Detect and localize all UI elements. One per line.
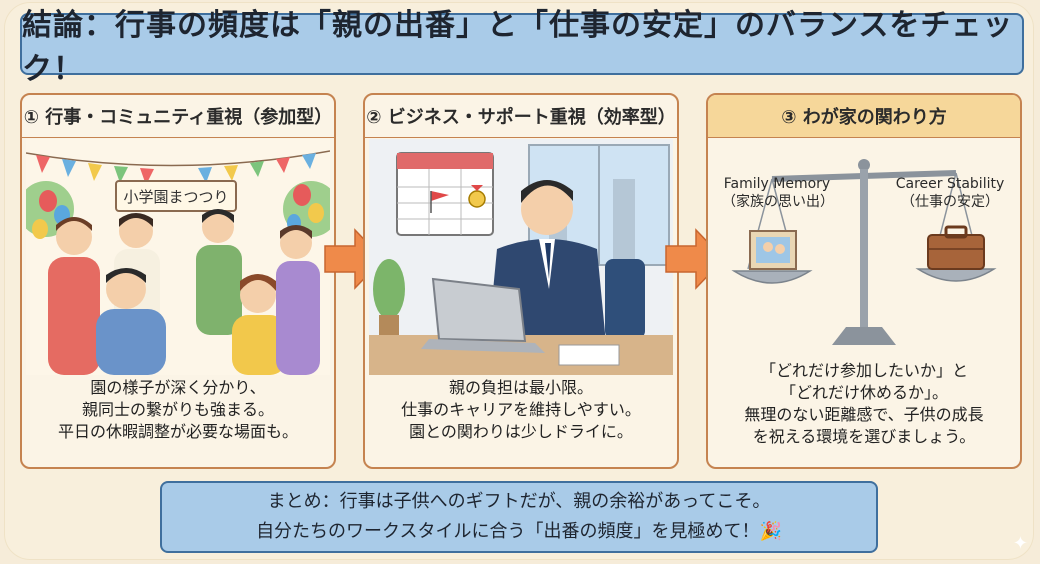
summary-line-2: 自分たちのワークスタイルに合う「出番の頻度」を見極めて！🎉 <box>256 521 782 542</box>
panel-description: 「どれだけ参加したいか」と 「どれだけ休めるか」。 無理のない距離感で、子供の成… <box>708 360 1020 448</box>
panel-heading: ③ わが家の関わり方 <box>708 95 1020 138</box>
family-memory-label: Family Memory （家族の思い出） <box>722 175 834 211</box>
panel-description: 親の負担は最小限。 仕事のキャリアを維持しやすい。 園との関わりは少しドライに。 <box>365 377 677 443</box>
description-line: 「どれだけ休めるか」。 <box>779 383 948 402</box>
page-title: 結論：行事の頻度は「親の出番」と「仕事の安定」のバランスをチェック！ <box>20 8 1024 87</box>
briefcase-icon <box>927 225 985 270</box>
description-line: 「どれだけ参加したいか」と <box>759 361 968 380</box>
panel-heading: ② ビジネス・サポート重視（効率型） <box>365 95 677 138</box>
panel-description: 園の様子が深く分かり、 親同士の繋がりも強まる。 平日の休暇調整が必要な場面も。 <box>22 377 334 443</box>
festival-sign: 小学園まつつり <box>123 188 228 206</box>
photo-frame-icon <box>749 230 797 270</box>
career-stability-label: Career Stability （仕事の安定） <box>888 175 1012 211</box>
calendar-icon <box>396 152 494 236</box>
label-japanese: （家族の思い出） <box>722 194 834 210</box>
label-english: Family Memory <box>723 176 831 192</box>
description-line: 園との関わりは少しドライに。 <box>409 422 633 441</box>
description-line: 園の様子が深く分かり、 <box>90 378 266 397</box>
sparkle-icon: ✦ <box>1012 533 1028 554</box>
panel-business: ② ビジネス・サポート重視（効率型） <box>363 93 679 469</box>
festival-illustration: 小学園まつつり <box>26 139 330 375</box>
panel-heading: ① 行事・コミュニティ重視（参加型） <box>22 95 334 138</box>
description-line: を祝える環境を選びましょう。 <box>752 427 976 446</box>
summary-box: まとめ：行事は子供へのギフトだが、親の余裕があってこそ。 自分たちのワークスタイ… <box>160 481 878 553</box>
description-line: 親の負担は最小限。 <box>448 378 593 397</box>
description-line: 親同士の繋がりも強まる。 <box>81 400 274 419</box>
description-line: 平日の休暇調整が必要な場面も。 <box>57 422 298 441</box>
panel-community: ① 行事・コミュニティ重視（参加型） 小学園まつつり <box>20 93 336 469</box>
laptop-icon <box>421 277 545 353</box>
balance-scale-icon <box>712 139 1016 375</box>
office-illustration <box>369 139 673 375</box>
summary-line-1: まとめ：行事は子供へのギフトだが、親の余裕があってこそ。 <box>267 491 771 512</box>
label-english: Career Stability <box>895 176 1005 192</box>
description-line: 無理のない距離感で、子供の成長 <box>744 405 984 424</box>
description-line: 仕事のキャリアを維持しやすい。 <box>401 400 641 419</box>
panel-our-family: ③ わが家の関わり方 Family Memory （家族の思い出） <box>706 93 1022 469</box>
medal-icon <box>468 185 486 208</box>
label-japanese: （仕事の安定） <box>901 194 999 210</box>
